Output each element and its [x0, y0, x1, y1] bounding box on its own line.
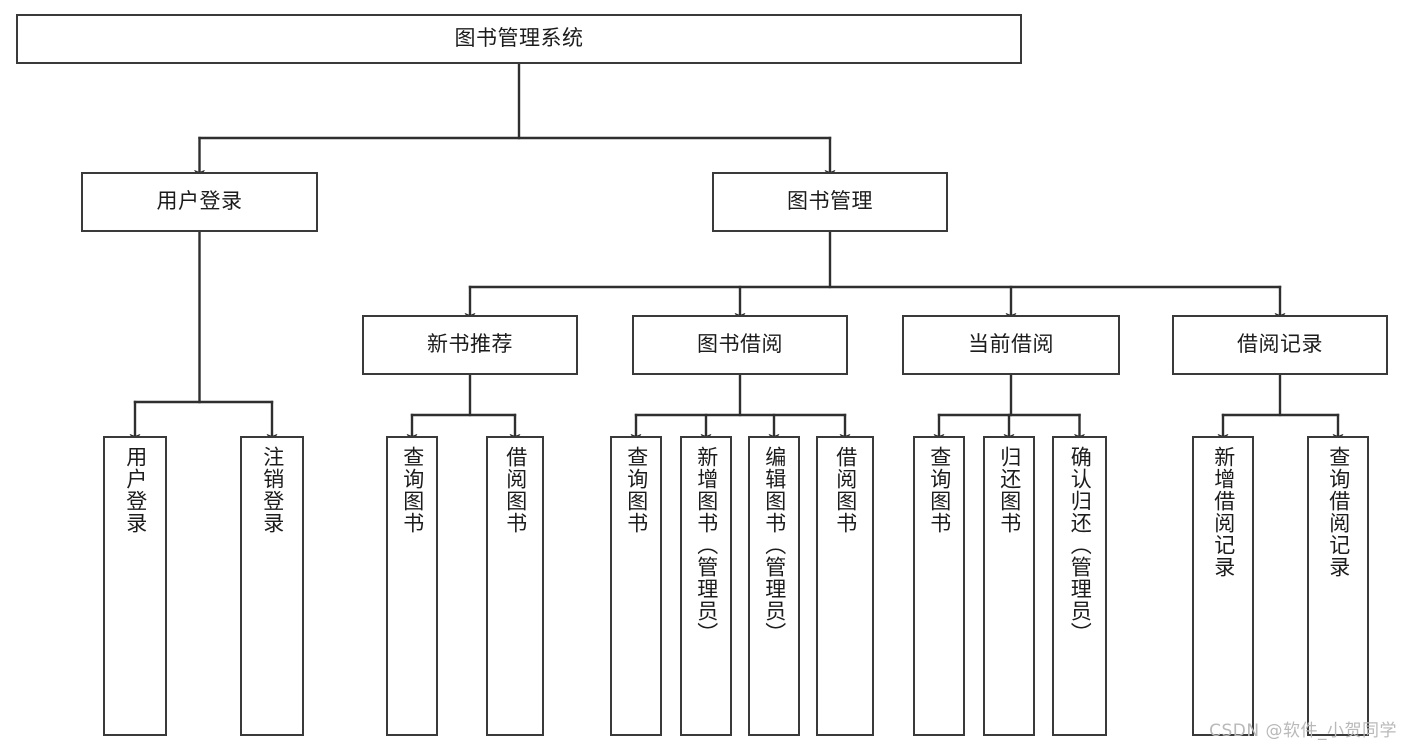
node-new-book-recommend[interactable]: 新书推荐 — [362, 315, 578, 375]
watermark-label: CSDN @软件_小贺同学 — [1209, 721, 1397, 741]
node-leaf-query-record[interactable]: 查询借阅记录 — [1307, 436, 1369, 736]
node-label-leaf-edit-book: 编辑图书（管理员） — [762, 446, 787, 644]
node-label-leaf-return-book: 归还图书 — [997, 446, 1022, 534]
node-label-leaf-confirm-return: 确认归还（管理员） — [1068, 446, 1093, 644]
node-label-leaf-query-book-1: 查询图书 — [400, 446, 425, 534]
node-leaf-query-book-2[interactable]: 查询图书 — [610, 436, 662, 736]
node-leaf-user-logout[interactable]: 注销登录 — [240, 436, 304, 736]
node-label-leaf-borrow-book-2: 借阅图书 — [833, 446, 858, 534]
node-leaf-borrow-book-1[interactable]: 借阅图书 — [486, 436, 544, 736]
node-label-leaf-user-logout: 注销登录 — [260, 446, 285, 534]
node-current-borrow[interactable]: 当前借阅 — [902, 315, 1120, 375]
node-leaf-add-record[interactable]: 新增借阅记录 — [1192, 436, 1254, 736]
node-label-leaf-query-book-3: 查询图书 — [927, 446, 952, 534]
node-user-login[interactable]: 用户登录 — [81, 172, 318, 232]
node-leaf-query-book-3[interactable]: 查询图书 — [913, 436, 965, 736]
node-leaf-borrow-book-2[interactable]: 借阅图书 — [816, 436, 874, 736]
node-label-leaf-add-record: 新增借阅记录 — [1211, 446, 1236, 578]
node-label-book-manage: 图书管理 — [787, 189, 873, 214]
node-label-leaf-query-book-2: 查询图书 — [624, 446, 649, 534]
node-leaf-edit-book[interactable]: 编辑图书（管理员） — [748, 436, 800, 736]
node-label-book-borrow: 图书借阅 — [697, 332, 783, 357]
node-book-borrow[interactable]: 图书借阅 — [632, 315, 848, 375]
node-label-leaf-borrow-book-1: 借阅图书 — [503, 446, 528, 534]
node-borrow-record[interactable]: 借阅记录 — [1172, 315, 1388, 375]
node-label-leaf-user-login: 用户登录 — [123, 446, 148, 534]
node-label-root: 图书管理系统 — [454, 26, 584, 51]
node-label-borrow-record: 借阅记录 — [1237, 332, 1323, 357]
node-leaf-return-book[interactable]: 归还图书 — [983, 436, 1035, 736]
node-leaf-add-book[interactable]: 新增图书（管理员） — [680, 436, 732, 736]
node-leaf-confirm-return[interactable]: 确认归还（管理员） — [1052, 436, 1107, 736]
node-book-manage[interactable]: 图书管理 — [712, 172, 948, 232]
node-root[interactable]: 图书管理系统 — [16, 14, 1022, 64]
node-label-new-book-recommend: 新书推荐 — [427, 332, 513, 357]
node-label-current-borrow: 当前借阅 — [968, 332, 1054, 357]
node-label-leaf-query-record: 查询借阅记录 — [1326, 446, 1351, 578]
node-leaf-query-book-1[interactable]: 查询图书 — [386, 436, 438, 736]
node-label-leaf-add-book: 新增图书（管理员） — [694, 446, 719, 644]
node-label-user-login: 用户登录 — [156, 189, 243, 214]
node-leaf-user-login[interactable]: 用户登录 — [103, 436, 167, 736]
